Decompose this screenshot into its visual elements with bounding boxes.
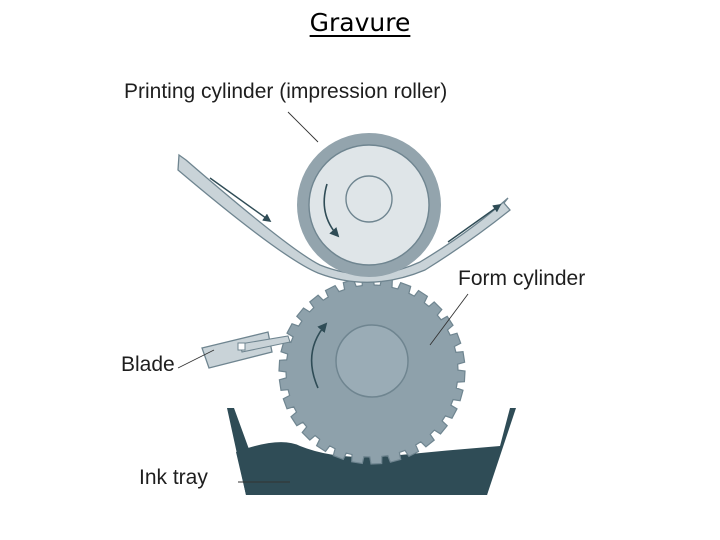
label-printing-cylinder: Printing cylinder (impression roller) [124,80,448,103]
ink-surface [236,442,500,495]
leader-lines [177,111,469,483]
label-ink-tray: Ink tray [139,466,208,489]
printing-rotation-arrow [323,183,340,238]
label-form-cylinder: Form cylinder [458,267,586,290]
substrate-in-arrow [209,177,272,222]
substrate-web [177,153,511,283]
substrate-strip [177,153,511,283]
form-rotation-arrow [310,322,328,389]
printing-cylinder [297,133,441,277]
label-blade: Blade [121,353,175,376]
substrate-out-arrow [447,204,502,243]
printing-cylinder-hub [345,175,393,223]
form-cylinder [278,277,466,465]
slide-title: Gravure [309,8,411,37]
blade-screw [237,342,246,351]
leader-printing [287,111,319,143]
leader-form [429,293,469,346]
leader-blade [177,349,215,369]
form-cylinder-hub [335,324,409,398]
doctor-blade [201,331,291,369]
blade-holder [201,331,273,369]
ink-tray [227,408,516,495]
